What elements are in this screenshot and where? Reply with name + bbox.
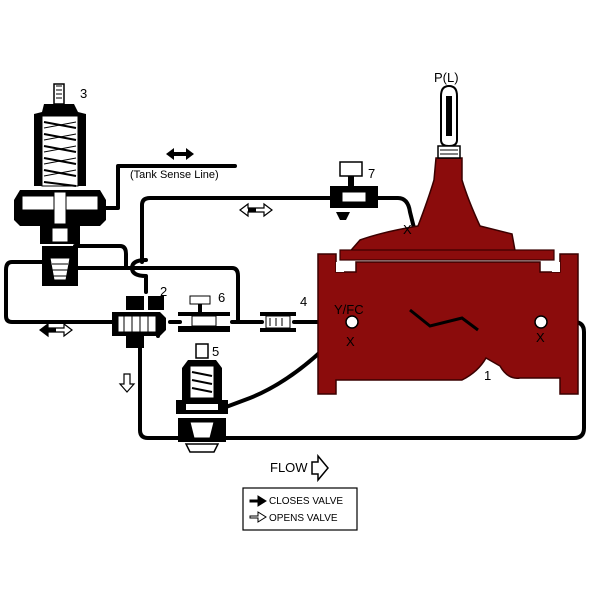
- label-valve-4: 4: [300, 294, 307, 309]
- main-valve-notch: [552, 262, 560, 272]
- position-indicator: [437, 84, 461, 159]
- label-tank-sense-line: (Tank Sense Line): [130, 169, 219, 181]
- legend-box: [242, 487, 358, 531]
- legend-opens: OPENS VALVE: [269, 513, 338, 524]
- legend-closes: CLOSES VALVE: [269, 496, 343, 507]
- label-port-yfc: Y/FC: [334, 302, 364, 317]
- main-valve-body: [317, 253, 579, 395]
- tank-sense-line: [101, 164, 237, 210]
- legend: CLOSES VALVE OPENS VALVE: [242, 487, 358, 531]
- labels: 3 (Tank Sense Line) P(L) 7 X 2 6 4 Y/FC …: [80, 70, 545, 383]
- pipe-upper-loop: [140, 196, 332, 264]
- label-port-x-top: X: [403, 222, 412, 237]
- label-position-indicator: P(L): [434, 70, 459, 85]
- label-valve-2: 2: [160, 284, 167, 299]
- main-valve-bonnet-flange: [339, 249, 555, 261]
- closes-valve-icon: [249, 495, 267, 507]
- label-valve-6: 6: [218, 290, 225, 305]
- label-port-x-right: X: [536, 330, 545, 345]
- main-valve-seat: [409, 308, 479, 332]
- label-valve-5: 5: [212, 344, 219, 359]
- label-flow: FLOW: [270, 460, 308, 475]
- pilot-valve-5: [176, 343, 228, 453]
- port-x-marker: [534, 315, 548, 329]
- label-port-x-left: X: [346, 334, 355, 349]
- label-valve-7: 7: [368, 166, 375, 181]
- label-pilot-3: 3: [80, 86, 87, 101]
- port-yfc-marker: [345, 315, 359, 329]
- main-valve-notch: [336, 262, 344, 272]
- pipe-return-left: [138, 344, 180, 440]
- pipe-mid-right: [72, 266, 240, 324]
- outline-arrow-icon: [118, 373, 136, 393]
- arrow-tank-sense: [166, 148, 194, 160]
- valve-7: [330, 161, 378, 220]
- valve-6: [178, 295, 230, 332]
- arrow-left-loop: [39, 322, 73, 338]
- label-main-valve-1: 1: [484, 368, 491, 383]
- filled-arrow-icon: [166, 148, 194, 160]
- pipe-left-loop: [4, 260, 114, 324]
- pipe-to-bonnet: [375, 196, 416, 230]
- arrow-down: [118, 373, 136, 393]
- flow-arrow-icon: [311, 453, 329, 483]
- arrow-upper-loop: [239, 202, 273, 218]
- opens-valve-icon: [249, 511, 267, 523]
- pilot-valve-3: [14, 83, 106, 286]
- pipe-crossover: [130, 258, 148, 294]
- valve-4: [260, 312, 296, 332]
- pipe-pilot3-right: [73, 244, 128, 268]
- main-valve-bonnet: [344, 157, 517, 257]
- flow-indicator: FLOW: [270, 453, 329, 483]
- valve-2: [112, 296, 166, 348]
- main-valve: [317, 84, 579, 395]
